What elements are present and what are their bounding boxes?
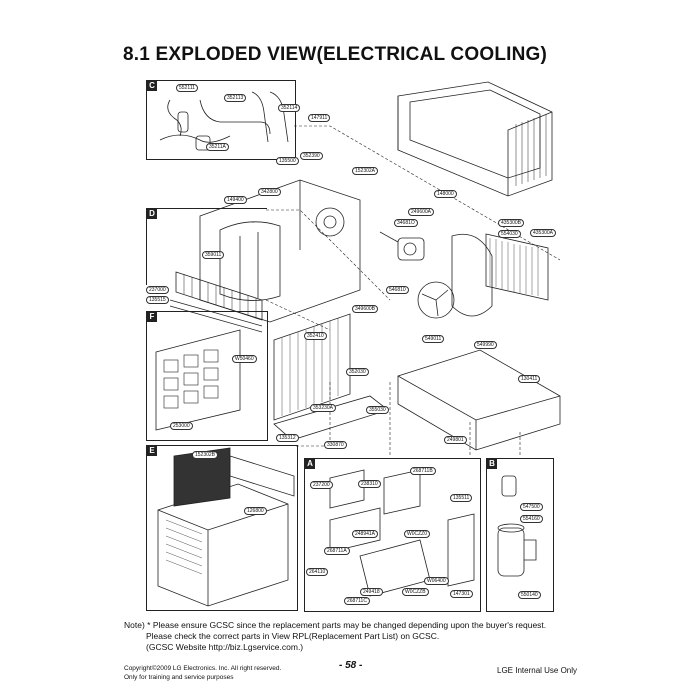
part-label: 355030 [366, 406, 389, 414]
part-label: 152302A [352, 167, 379, 175]
fan-motor [379, 231, 425, 261]
training-text: Only for training and service purposes [124, 674, 234, 681]
filter-frame [155, 329, 241, 431]
part-label: 547500 [520, 503, 543, 511]
section-f-tag: F [147, 312, 157, 322]
section-c-frame: C [146, 80, 296, 160]
part-label: 34681O [394, 219, 418, 227]
part-label: 249600A [408, 208, 435, 216]
part-label: 248941A [352, 530, 379, 538]
section-b-frame: B [486, 458, 554, 612]
part-label: 147911 [308, 114, 331, 122]
part-label: 135515 [146, 296, 169, 304]
part-label: 352114 [278, 104, 301, 112]
part-label: 352390 [300, 152, 323, 160]
part-label: 148000 [434, 190, 457, 198]
part-label: 554160 [520, 515, 543, 523]
part-label: 352113 [224, 94, 247, 102]
section-b-tag: B [487, 459, 497, 469]
tubing-assembly [159, 91, 289, 151]
part-label: 352030 [346, 368, 369, 376]
footer-left: Copyright©2009 LG Electronics. Inc. All … [124, 664, 281, 682]
part-label: W06400 [424, 577, 449, 585]
part-label: 35211A [206, 143, 229, 151]
part-label: 435300A [530, 229, 557, 237]
section-e-frame: E [146, 445, 298, 611]
section-d-tag: D [147, 209, 157, 219]
part-label: 135500 [276, 157, 299, 165]
crossflow-fan [169, 271, 263, 333]
part-label: 435300B [498, 219, 525, 227]
part-label: 352410 [304, 332, 327, 340]
part-label: 249418 [360, 588, 383, 596]
compressor [497, 475, 537, 577]
front-grille [157, 447, 295, 607]
part-label: W0CZZB [402, 588, 429, 596]
internal-use-text: LGE Internal Use Only [497, 666, 578, 675]
part-label: 264110 [306, 568, 329, 576]
part-label: 130411 [518, 375, 541, 383]
condenser-coil [451, 233, 549, 317]
section-a-frame: A [304, 458, 481, 612]
page-title: 8.1 EXPLODED VIEW(ELECTRICAL COOLING) [123, 44, 548, 65]
cabinet-sleeve [397, 81, 553, 197]
note-line-3: (GCSC Website http://biz.Lgservice.com.) [146, 642, 304, 652]
part-label: 550140 [518, 591, 541, 599]
part-label: 237200 [310, 481, 333, 489]
part-label: 253000 [170, 422, 193, 430]
part-label: 135511 [450, 494, 473, 502]
copyright-text: Copyright©2009 LG Electronics. Inc. All … [124, 665, 282, 672]
part-label: 135312 [276, 434, 299, 442]
part-label: W0CZZ0 [404, 530, 430, 538]
note-line-1: Note) * Please ensure GCSC since the rep… [124, 620, 547, 630]
part-label: 147301 [450, 590, 473, 598]
part-label: 552111 [176, 84, 198, 92]
part-label: 349600B [352, 305, 379, 313]
part-label: 342800 [258, 188, 281, 196]
part-label: 126800 [244, 507, 267, 515]
part-label: 152302B [192, 451, 219, 459]
part-label: 359011 [202, 251, 225, 259]
part-label: 353230A [310, 404, 337, 412]
part-label: 249801 [444, 436, 467, 444]
part-label: 549990 [474, 341, 497, 349]
section-e-tag: E [147, 446, 157, 456]
section-d-frame: D [146, 208, 267, 285]
part-label: 549011 [422, 335, 445, 343]
part-label: 330870 [324, 441, 347, 449]
page-number: - 58 - [339, 660, 363, 671]
part-label: 268711C [344, 597, 370, 605]
part-label: 268711A [324, 547, 350, 555]
base-pan [397, 349, 561, 451]
part-label: 238310 [358, 480, 381, 488]
part-label: 268711B [410, 467, 436, 475]
section-a-tag: A [305, 459, 315, 469]
part-label: 237000 [146, 286, 169, 294]
part-label: W50460 [232, 355, 257, 363]
part-label: 546810 [386, 286, 409, 294]
replacement-note: Note) * Please ensure GCSC since the rep… [124, 620, 546, 653]
part-label: 149400 [224, 196, 247, 204]
part-label: 554030 [498, 230, 521, 238]
section-f-frame: F [146, 311, 268, 441]
note-line-2: Please check the correct parts in View R… [146, 631, 440, 641]
section-c-tag: C [147, 81, 157, 91]
outdoor-fan [417, 281, 455, 319]
